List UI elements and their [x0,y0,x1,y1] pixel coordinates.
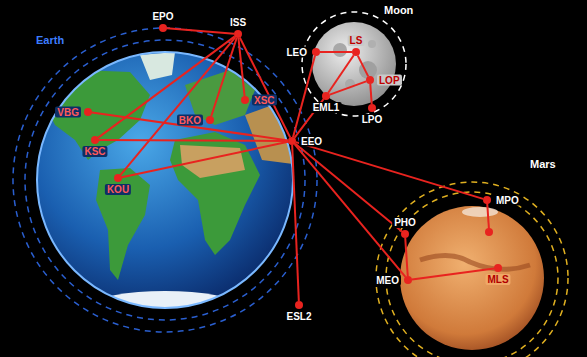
station-dot: VBG [84,108,92,116]
station-label: EML1 [311,102,342,113]
link-line [295,144,402,232]
crater [333,43,347,57]
station-label: MLS [485,274,510,285]
station-dot: XSC [241,96,249,104]
planet-name: Moon [384,4,413,17]
earth-land [40,52,300,319]
station-label: BKO [177,115,203,126]
surface-feature [420,255,530,269]
link-line [358,56,368,77]
station-label: EEO [299,136,324,147]
station-label: MEO [374,275,401,286]
earth-ocean [37,52,293,308]
link-line [295,144,406,277]
link-line [122,142,288,177]
station-dot: KOU [114,174,122,182]
station-dot: EML1 [322,92,330,100]
link-line [296,142,483,199]
planet-name: Earth [36,34,64,47]
station-dot [485,228,493,236]
continent [96,168,150,280]
station-label: MPO [494,195,521,206]
link-line [328,55,353,92]
link-line [211,38,237,116]
link-line [405,238,407,276]
mars [376,182,568,357]
moon [302,12,406,116]
link-line [92,113,288,141]
earth-orbits [13,28,317,332]
station-label: LEO [284,47,309,58]
station-label: LPO [360,114,385,125]
station-dot: LOP [366,76,374,84]
link-line [121,37,236,175]
continent [40,70,150,160]
link-line [487,200,489,230]
desert [180,145,245,178]
station-dot: KSC [91,136,99,144]
atmosphere [37,52,293,308]
link-line [99,139,288,142]
station-dot: LEO [312,48,320,56]
station-dot: PHO [401,230,409,238]
earth-globe [37,52,300,319]
station-label: XSC [252,95,277,106]
station-dot: MLS [494,264,502,272]
link-line [320,51,352,53]
station-dot: LPO [368,104,376,112]
link-line [412,269,494,280]
orbit-ring [302,12,406,116]
station-dot: MEO [404,276,412,284]
station-dot: LS [352,48,360,56]
crater [368,40,376,48]
station-label: KOU [105,184,131,195]
ice-cap [95,291,235,319]
orbit-ring [376,182,568,357]
link-line [292,145,299,301]
station-label: EPO [150,11,175,22]
station-label: ISS [228,17,248,28]
station-label: KSC [82,146,107,157]
station-label: LOP [377,75,402,86]
ice-cap [462,207,498,217]
link-line [167,28,234,33]
station-label: VBG [55,107,81,118]
orbit-ring [386,192,558,357]
station-dot: BKO [206,116,214,124]
continent [140,52,175,80]
link-line [240,38,290,138]
station-label: LS [348,35,365,46]
mars-disc [400,206,544,350]
station-dot: MPO [483,196,491,204]
moon-disc [312,22,396,106]
link-line [370,84,371,104]
station-dot: EEO [288,137,296,145]
station-label: ESL2 [284,311,313,322]
orbit-ring [13,28,317,332]
station-label: PHO [392,217,418,228]
station-dot: EPO [159,24,167,32]
station-dot: ISS [234,30,242,38]
station-dot: ESL2 [295,301,303,309]
planet-name: Mars [530,158,556,171]
